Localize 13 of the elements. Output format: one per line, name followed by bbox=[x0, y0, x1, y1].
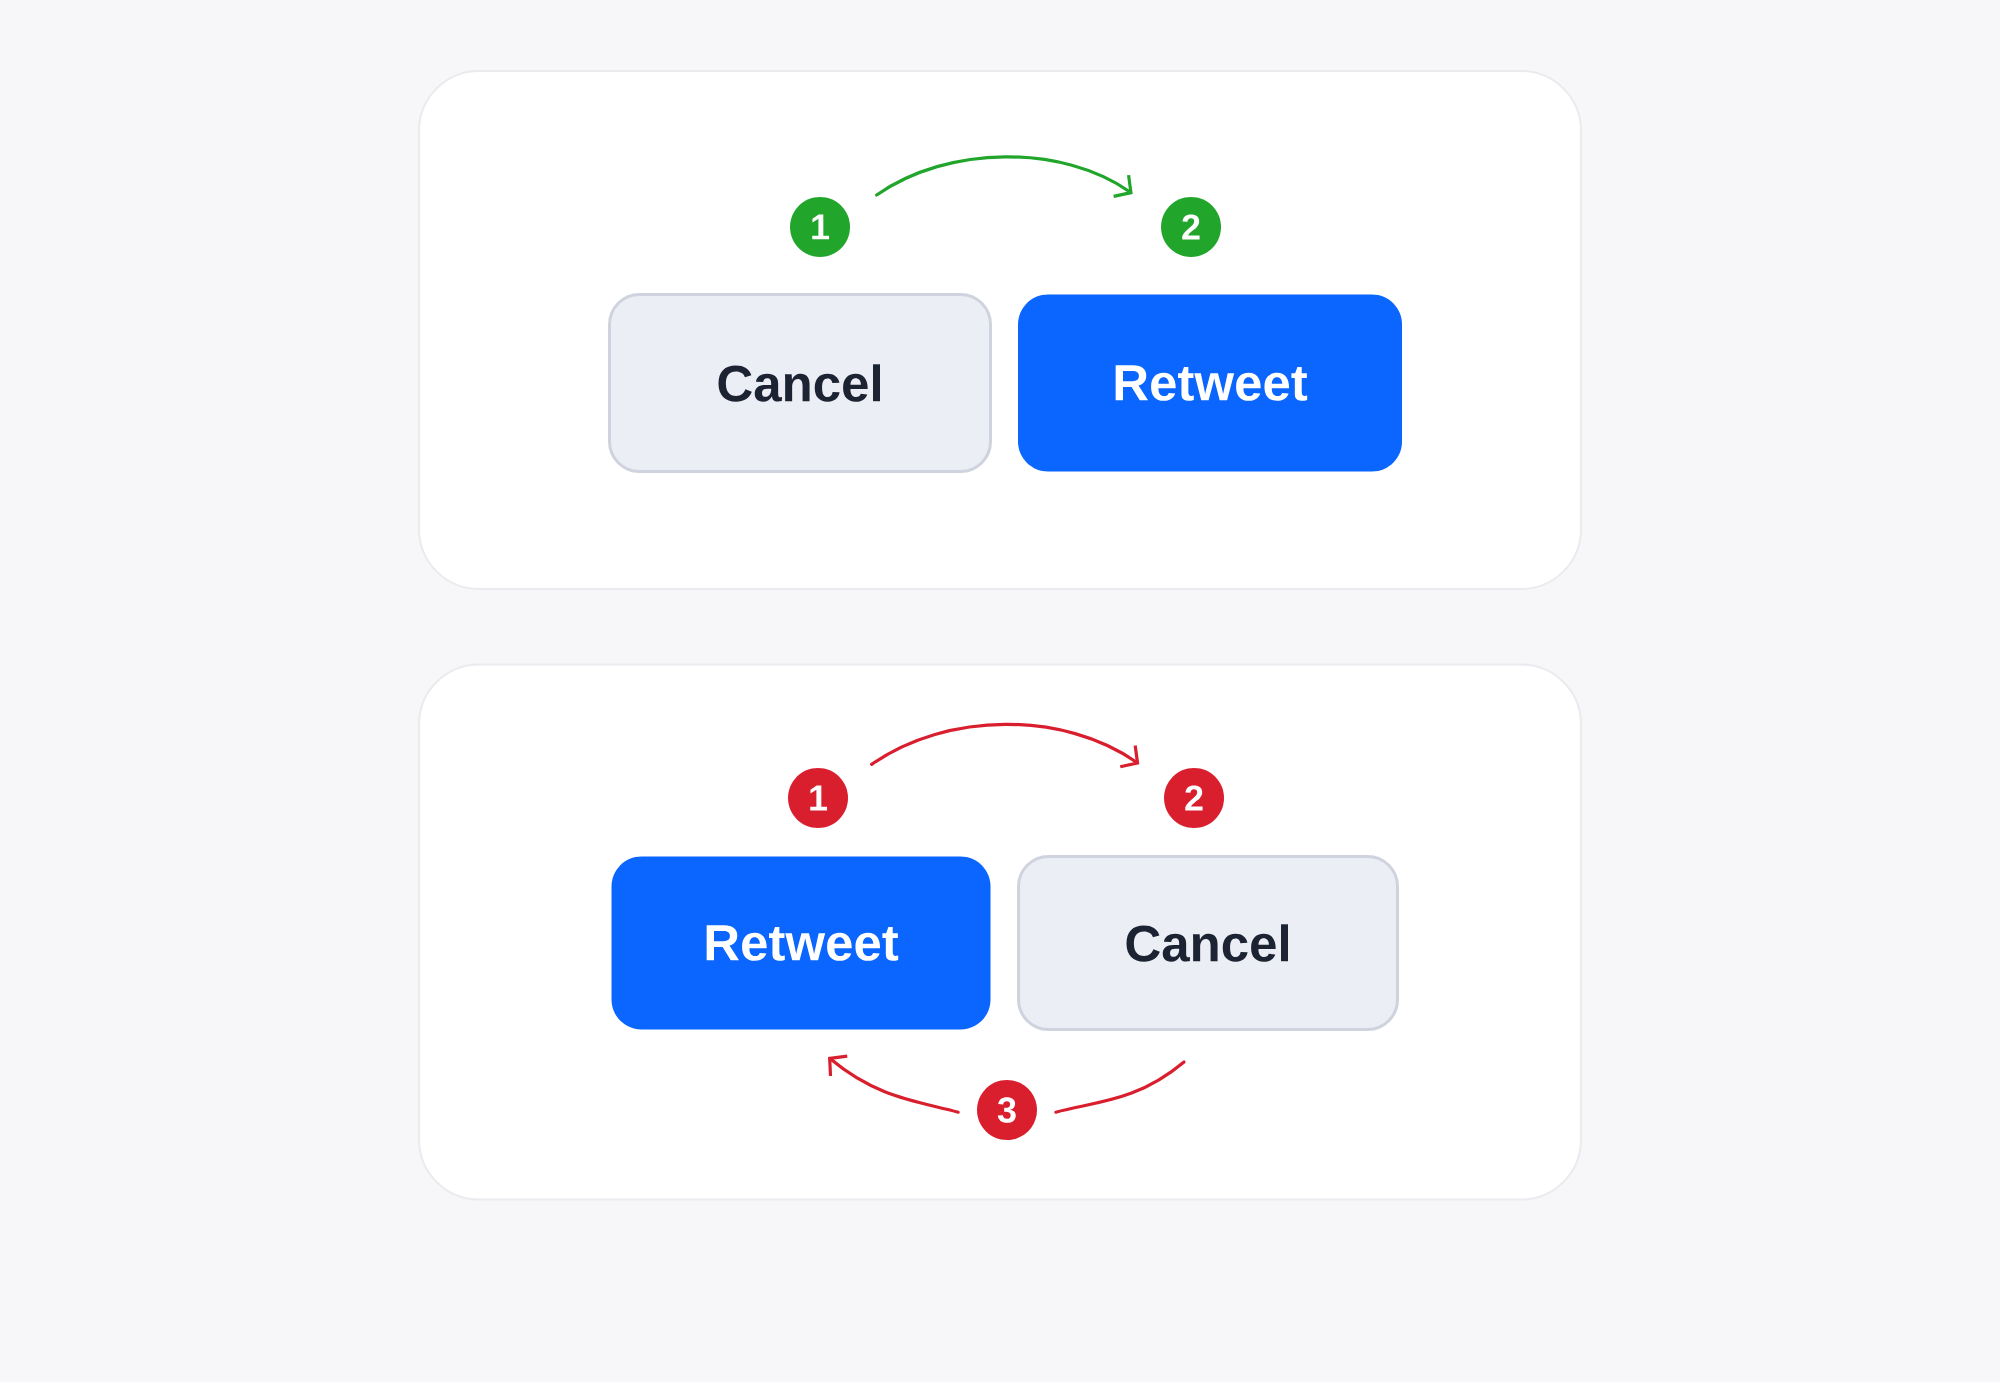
number-badge: 3 bbox=[977, 1080, 1037, 1140]
curved-arrow bbox=[875, 155, 1133, 198]
curved-arrow bbox=[870, 722, 1140, 769]
secondary-button: Cancel bbox=[1017, 855, 1399, 1031]
curved-line bbox=[1054, 1060, 1186, 1114]
primary-button: Retweet bbox=[611, 856, 991, 1030]
secondary-button: Cancel bbox=[608, 293, 992, 473]
number-badge: 1 bbox=[790, 197, 850, 257]
primary-button: Retweet bbox=[1018, 294, 1402, 472]
number-badge: 1 bbox=[788, 768, 848, 828]
curved-arrow bbox=[828, 1054, 960, 1114]
number-badge: 2 bbox=[1164, 768, 1224, 828]
number-badge: 2 bbox=[1161, 197, 1221, 257]
